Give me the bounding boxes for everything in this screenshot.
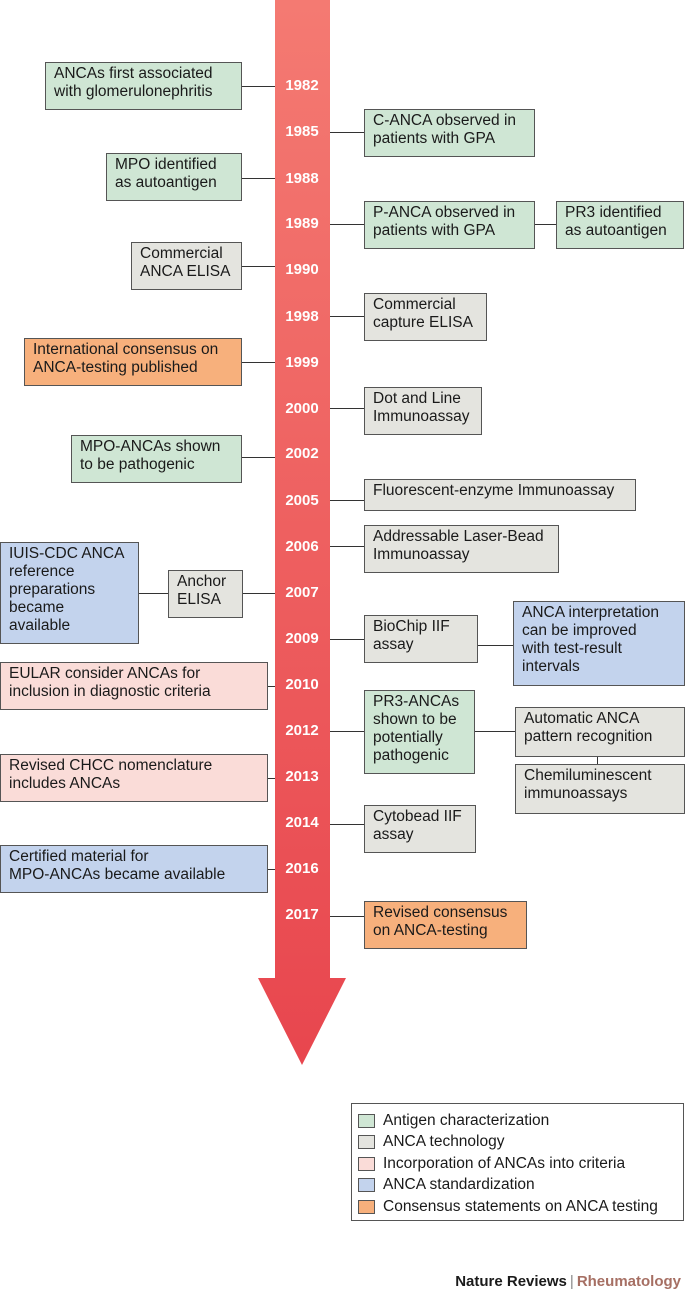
year-label: 2006 [285, 538, 319, 555]
connector-line [268, 686, 275, 687]
event-1989-p-anca: P-ANCA observed in patients with GPA [364, 201, 535, 249]
year-label: 2010 [285, 676, 319, 693]
connector-line [330, 224, 364, 225]
connector-line [330, 731, 364, 732]
legend-swatch-technology [358, 1135, 375, 1150]
credit-separator: | [569, 1273, 574, 1290]
event-2009-biochip: BioChip IIF assay [364, 615, 478, 663]
event-2012-chemiluminescent: Chemiluminescent immunoassays [515, 764, 685, 814]
event-1999: International consensus on ANCA-testing … [24, 338, 242, 386]
event-2006: Addressable Laser-Bead Immunoassay [364, 525, 559, 573]
connector-line [241, 362, 275, 363]
connector-line [268, 778, 275, 779]
journal-name: Rheumatology [576, 1273, 681, 1290]
event-1982: ANCAs first associated with glomerulonep… [45, 62, 242, 110]
year-label: 1999 [285, 354, 319, 371]
legend-swatch-standardization [358, 1178, 375, 1193]
year-label: 2005 [285, 492, 319, 509]
connector-line [330, 408, 364, 409]
event-1988: MPO identified as autoantigen [106, 153, 242, 201]
connector-line [330, 639, 364, 640]
connector-line [241, 266, 275, 267]
event-2012-pr3: PR3-ANCAs shown to be potentially pathog… [364, 690, 475, 774]
legend-swatch-consensus [358, 1199, 375, 1214]
connector-line [241, 86, 275, 87]
event-2016: Certified material for MPO-ANCAs became … [0, 845, 268, 893]
connector-line [330, 316, 364, 317]
event-2010: EULAR consider ANCAs for inclusion in di… [0, 662, 268, 710]
event-2007-anchor: Anchor ELISA [168, 570, 243, 618]
year-label: 2013 [285, 768, 319, 785]
connector-line [534, 224, 556, 225]
legend-label: Antigen characterization [383, 1111, 550, 1129]
year-label: 2017 [285, 906, 319, 923]
timeline-arrow-shape [258, 0, 346, 1065]
legend-swatch-antigen [358, 1113, 375, 1128]
event-1998: Commercial capture ELISA [364, 293, 487, 341]
event-1990: Commercial ANCA ELISA [131, 242, 242, 290]
year-label: 1988 [285, 170, 319, 187]
connector-line [330, 824, 364, 825]
connector-line [474, 731, 516, 732]
connector-line [268, 869, 275, 870]
year-label: 2000 [285, 400, 319, 417]
event-2012-pattern: Automatic ANCA pattern recognition [515, 707, 685, 757]
legend-swatch-criteria [358, 1156, 375, 1171]
legend-label: ANCA technology [383, 1133, 505, 1151]
event-1989-pr3: PR3 identified as autoantigen [556, 201, 684, 249]
legend-item: Antigen characterization [358, 1110, 683, 1132]
year-label: 2007 [285, 584, 319, 601]
legend-label: Consensus statements on ANCA testing [383, 1197, 658, 1215]
connector-line [330, 500, 364, 501]
year-label: 2014 [285, 814, 319, 831]
year-label: 2009 [285, 630, 319, 647]
connector-line [241, 457, 275, 458]
legend-item: ANCA standardization [358, 1175, 683, 1197]
year-label: 1998 [285, 308, 319, 325]
event-2013: Revised CHCC nomenclature includes ANCAs [0, 754, 268, 802]
event-2014: Cytobead IIF assay [364, 805, 476, 853]
connector-line [330, 916, 364, 917]
year-label: 1985 [285, 123, 319, 140]
event-2007-iuis: IUIS-CDC ANCA reference preparations bec… [0, 542, 139, 644]
connector-line [243, 593, 275, 594]
connector-line [330, 132, 364, 133]
connector-line [138, 593, 170, 594]
legend-item: Consensus statements on ANCA testing [358, 1196, 683, 1218]
legend-label: ANCA standardization [383, 1176, 535, 1194]
connector-line [597, 756, 598, 765]
journal-credit: Nature Reviews|Rheumatology [455, 1273, 681, 1290]
year-label: 2012 [285, 722, 319, 739]
year-label: 1990 [285, 261, 319, 278]
year-label: 1982 [285, 77, 319, 94]
event-2017: Revised consensus on ANCA-testing [364, 901, 527, 949]
event-2005: Fluorescent-enzyme Immunoassay [364, 479, 636, 511]
legend-item: ANCA technology [358, 1132, 683, 1154]
event-1985: C-ANCA observed in patients with GPA [364, 109, 535, 157]
legend: Antigen characterization ANCA technology… [351, 1103, 684, 1221]
event-2002: MPO-ANCAs shown to be pathogenic [71, 435, 242, 483]
publisher-name: Nature Reviews [455, 1273, 567, 1290]
legend-label: Incorporation of ANCAs into criteria [383, 1154, 626, 1172]
event-2000: Dot and Line Immunoassay [364, 387, 482, 435]
year-label: 2016 [285, 860, 319, 877]
connector-line [477, 645, 514, 646]
legend-item: Incorporation of ANCAs into criteria [358, 1153, 683, 1175]
connector-line [241, 178, 275, 179]
year-label: 2002 [285, 445, 319, 462]
year-label: 1989 [285, 215, 319, 232]
connector-line [330, 546, 364, 547]
event-2009-interpretation: ANCA interpretation can be improved with… [513, 601, 685, 686]
